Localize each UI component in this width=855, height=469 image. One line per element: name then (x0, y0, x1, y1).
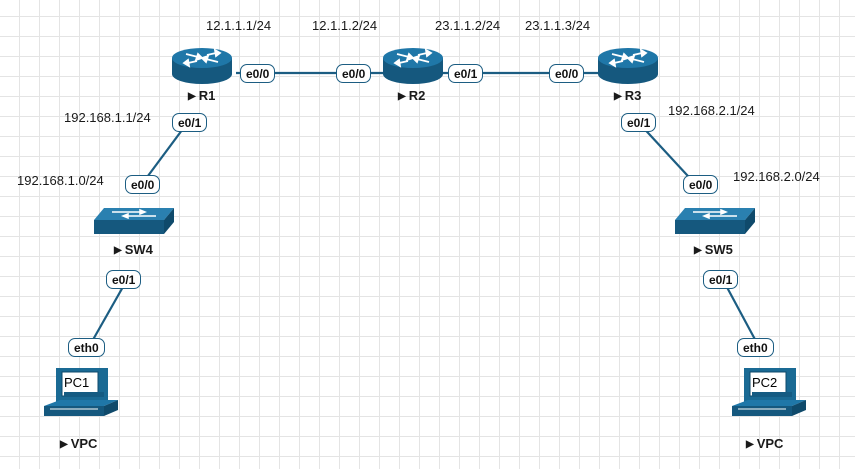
device-name-label: VPC (756, 436, 784, 451)
ip-label-r3-lan-gw: 192.168.2.1/24 (668, 103, 755, 118)
device-name-label: SW4 (124, 242, 153, 257)
port-badge-r3-e01[interactable]: e0/1 (621, 113, 657, 132)
device-name-r2[interactable]: ▶R2 (398, 88, 425, 103)
pc1-screen-label: PC1 (64, 375, 90, 390)
device-name-sw4[interactable]: ▶SW4 (114, 242, 153, 257)
device-name-r1[interactable]: ▶R1 (188, 88, 215, 103)
device-name-pc2[interactable]: ▶VPC (746, 436, 783, 451)
port-badge-r2-e00[interactable]: e0/0 (336, 64, 372, 83)
port-badge-pc1-eth0[interactable]: eth0 (68, 338, 105, 357)
router-icon-r2[interactable] (382, 47, 444, 85)
switch-icon-sw5[interactable] (674, 207, 756, 235)
device-name-sw5[interactable]: ▶SW5 (694, 242, 733, 257)
port-badge-sw4-e01[interactable]: e0/1 (106, 270, 142, 289)
ip-label-lan1-net: 192.168.1.0/24 (17, 173, 104, 188)
link-sw4-pc1 (89, 277, 129, 346)
router-icon-r3[interactable] (597, 47, 659, 85)
device-name-pc1[interactable]: ▶VPC (60, 436, 97, 451)
port-badge-sw4-e00[interactable]: e0/0 (125, 175, 161, 194)
device-name-label: R1 (198, 88, 216, 103)
play-triangle-icon: ▶ (746, 439, 754, 450)
link-sw5-pc2 (721, 277, 759, 346)
play-triangle-icon: ▶ (694, 245, 702, 256)
pc2-screen-label: PC2 (752, 375, 778, 390)
device-name-label: VPC (70, 436, 98, 451)
switch-icon-sw4[interactable] (93, 207, 175, 235)
port-badge-sw5-e01[interactable]: e0/1 (703, 270, 739, 289)
router-icon-r1[interactable] (171, 47, 233, 85)
port-badge-pc2-eth0[interactable]: eth0 (737, 338, 774, 357)
port-badge-r1-e00[interactable]: e0/0 (240, 64, 276, 83)
play-triangle-icon: ▶ (398, 91, 406, 102)
play-triangle-icon: ▶ (614, 91, 622, 102)
play-triangle-icon: ▶ (114, 245, 122, 256)
port-badge-r3-e00[interactable]: e0/0 (549, 64, 585, 83)
device-name-label: R2 (408, 88, 426, 103)
port-badge-r1-e01[interactable]: e0/1 (172, 113, 208, 132)
device-name-r3[interactable]: ▶R3 (614, 88, 641, 103)
pc-icon-pc2[interactable] (732, 368, 806, 416)
ip-label-r1-r2-right: 12.1.1.2/24 (312, 18, 378, 33)
ip-label-r2-r3-right: 23.1.1.3/24 (525, 18, 591, 33)
port-badge-r2-e01[interactable]: e0/1 (448, 64, 484, 83)
device-name-label: R3 (624, 88, 642, 103)
ip-label-r1-r2-left: 12.1.1.1/24 (206, 18, 272, 33)
ip-label-r2-r3-left: 23.1.1.2/24 (435, 18, 501, 33)
pc-icon-pc1[interactable] (44, 368, 118, 416)
ip-label-r1-lan-gw: 192.168.1.1/24 (64, 110, 151, 125)
ip-label-lan2-net: 192.168.2.0/24 (733, 169, 820, 184)
port-badge-sw5-e00[interactable]: e0/0 (683, 175, 719, 194)
device-name-label: SW5 (704, 242, 733, 257)
play-triangle-icon: ▶ (188, 91, 196, 102)
play-triangle-icon: ▶ (60, 439, 68, 450)
